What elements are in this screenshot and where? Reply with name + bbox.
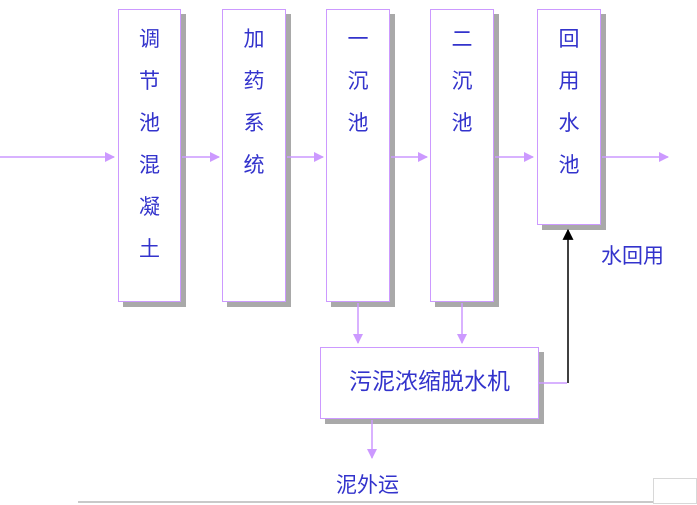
node-primary-sedimentation-tank: 一沉池 [326,9,390,302]
annotation-water-reuse: 水回用 [601,244,664,268]
bottom-edge-line [78,501,697,503]
node-sludge-dewatering-machine-label: 污泥浓缩脱水机 [349,369,510,395]
node-secondary-sedimentation-tank: 二沉池 [430,9,494,302]
annotation-sludge-transport-out: 泥外运 [336,473,399,497]
node-regulating-tank: 调节池混凝土 [118,9,181,302]
node-primary-sedimentation-tank-label: 一沉池 [347,27,369,135]
bottom-right-corner-box [653,478,697,504]
node-dosing-system-label: 加药系统 [243,27,265,177]
node-sludge-dewatering-machine: 污泥浓缩脱水机 [320,347,539,419]
node-reuse-water-tank: 回用水池 [537,9,601,225]
node-regulating-tank-label: 调节池混凝土 [139,27,160,261]
node-dosing-system: 加药系统 [222,9,286,302]
node-secondary-sedimentation-tank-label: 二沉池 [451,27,473,135]
node-reuse-water-tank-label: 回用水池 [558,27,580,177]
